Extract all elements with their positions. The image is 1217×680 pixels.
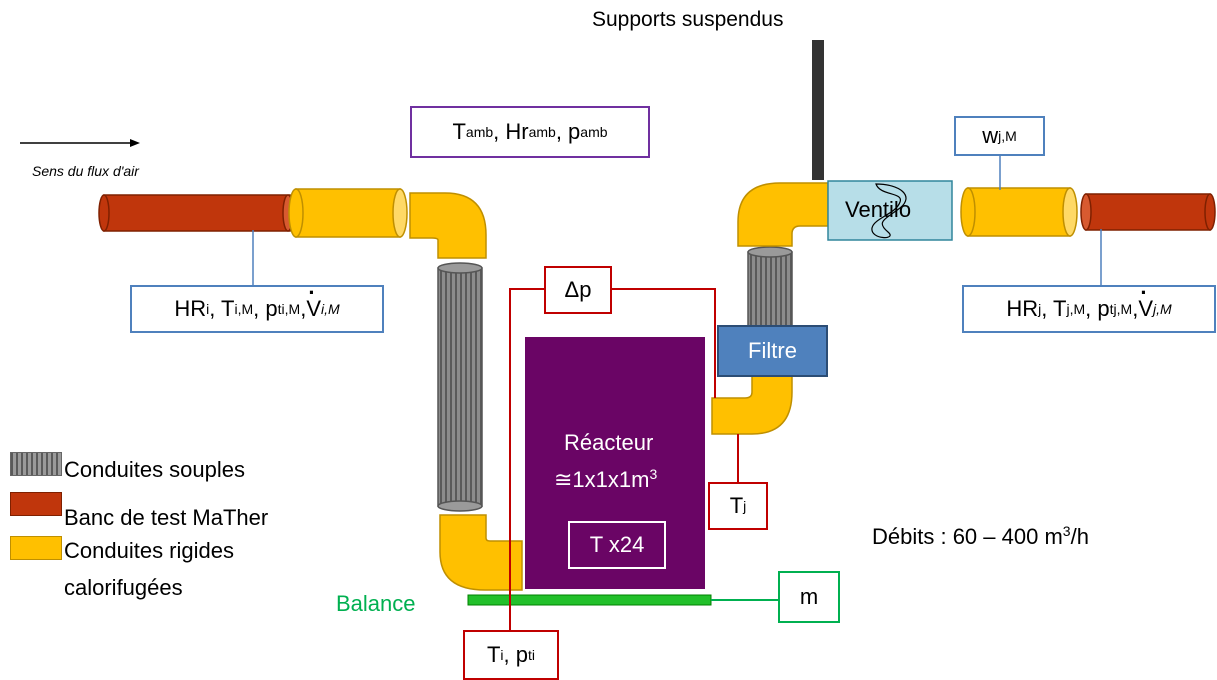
- fan-label: Ventilo: [845, 197, 912, 222]
- filter: Filtre: [717, 325, 828, 377]
- flex-duct-right: [747, 246, 793, 327]
- pressure-lines: [509, 288, 739, 650]
- rigid-elbow-reactor-out: [711, 373, 793, 435]
- reactor-size-label: ≅1x1x1m3: [554, 466, 658, 492]
- test-bench-outlet: [1080, 193, 1216, 231]
- inlet-sensor-box: HRi, Ti,M, pti,M,Vi,M: [130, 280, 384, 333]
- supports-label: Supports suspendus: [592, 8, 784, 31]
- support-rod: [812, 40, 824, 180]
- flow-range-label: Débits : 60 – 400 m3/h: [872, 523, 1089, 549]
- flow-rate-symbol: V: [306, 280, 321, 322]
- legend-swatch-bench: [10, 492, 62, 516]
- rigid-duct-outlet: [960, 187, 1078, 237]
- rigid-elbow-fan-in: [737, 182, 829, 247]
- flex-duct-left: [437, 262, 483, 512]
- test-bench-inlet: [98, 194, 294, 232]
- temperature-probes-box: T x24: [568, 521, 666, 569]
- legend-label-bench: Banc de test MaTher: [64, 505, 269, 530]
- legend-label-rigid: Conduites rigides: [64, 538, 234, 563]
- flow-rate-symbol: V: [1138, 280, 1153, 322]
- balance-label: Balance: [336, 591, 416, 616]
- flow-direction-label: Sens du flux d'air: [32, 163, 139, 179]
- rigid-elbow-top: [409, 192, 487, 259]
- rigid-elbow-bottom: [439, 514, 523, 591]
- legend-label-rigid-2: calorifugées: [64, 575, 183, 600]
- mass-box: m: [778, 571, 840, 623]
- legend-swatch-flex: [10, 452, 62, 476]
- reactor-label: Réacteur: [564, 430, 654, 455]
- fan-ventilo: [827, 180, 953, 241]
- outlet-sensor-box: HRj, Tj,M, ptj,M,Vj,M: [962, 280, 1216, 333]
- reactor: [525, 337, 705, 589]
- legend-swatch-rigid: [10, 536, 62, 560]
- pressure-diff-box: Δp: [544, 266, 612, 314]
- legend-label-flex: Conduites souples: [64, 457, 246, 482]
- rigid-duct-inlet: [288, 188, 408, 238]
- balance-plate: [467, 594, 712, 606]
- flow-arrow: [20, 139, 140, 147]
